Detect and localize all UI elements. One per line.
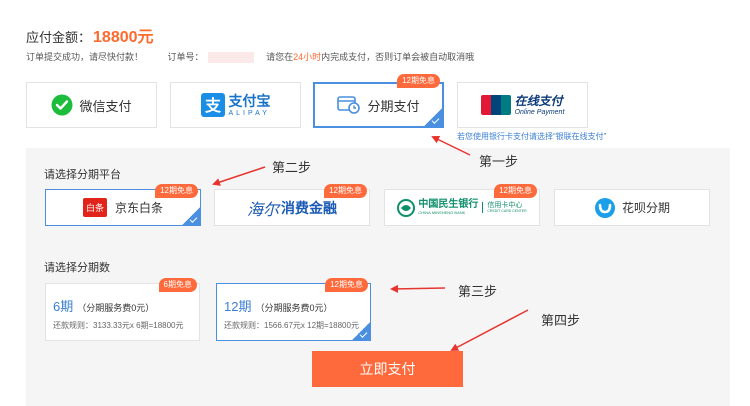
term-period: 6期 (53, 299, 74, 314)
platform-minsheng[interactable]: 12期免息 中国民生银行 CHINA MINSHENG BANK 信用卡中心 C… (384, 184, 540, 226)
deadline-hours: 24小时 (293, 52, 322, 62)
order-number-label: 订单号： (167, 52, 204, 62)
term-badge: 6期免息 (158, 278, 197, 292)
platform-label: 京东白条 (115, 201, 164, 215)
wechat-label: 微信支付 (79, 98, 132, 114)
platform-jd-baitiao[interactable]: 12期免息 白条 京东白条 (45, 184, 201, 226)
term-option-6[interactable]: 6期免息 6期（分期服务费0元） 还款规则：3133.33元x 6期=18800… (45, 278, 200, 341)
installment-label: 分期支付 (367, 98, 420, 114)
selected-check-icon (182, 207, 200, 225)
pay-option-wechat[interactable]: 微信支付 (26, 82, 157, 128)
platform-huabei[interactable]: 花呗分期 (554, 189, 710, 226)
huabei-logo-icon (594, 197, 615, 218)
pay-option-installment[interactable]: 12期免息 分期支付 (313, 74, 444, 128)
deadline-suffix: 内完成支付，否则订单会被自动取消哦 (321, 52, 475, 62)
step-2-label: 第二步 (272, 160, 312, 175)
haier-logo-text: 消费金融 (281, 199, 337, 216)
installment-icon (337, 96, 361, 114)
amount-label: 应付金额： (26, 30, 92, 45)
minsheng-sub: CHINA MINSHENG BANK (418, 210, 466, 215)
platform-badge: 12期免息 (155, 184, 198, 198)
haier-logo-icon: 海尔 (246, 199, 279, 219)
term-fee: （分期服务费0元） (255, 303, 333, 313)
order-notice: 订单提交成功，请尽快付款！ 订单号： 请您在24小时内完成支付，否则订单会被自动… (26, 50, 475, 64)
pay-option-alipay[interactable]: 支 支付宝 ALIPAY (170, 82, 301, 128)
pay-now-button[interactable]: 立即支付 (312, 351, 463, 387)
alipay-icon: 支 (200, 93, 225, 117)
minsheng-name: 中国民生银行 (418, 199, 479, 210)
unionpay-hint: 若您使用银行卡支付请选择“银联在线支付” (457, 132, 607, 141)
term-fee: （分期服务费0元） (77, 303, 155, 313)
platform-label: 花呗分期 (621, 201, 670, 215)
minsheng-logo-icon (397, 198, 416, 217)
selected-check-icon (352, 322, 370, 340)
pay-option-unionpay[interactable]: 在线支付 Online Payment (457, 82, 588, 128)
unionpay-label: 在线支付 (514, 93, 563, 108)
step-1-label: 第一步 (479, 154, 519, 169)
minsheng-side: 信用卡中心 (487, 201, 523, 209)
jd-logo-icon: 白条 (82, 198, 107, 217)
term-option-12[interactable]: 12期免息 12期（分期服务费0元） 还款规则：1566.67元x 12期=18… (216, 278, 371, 341)
alipay-sub: ALIPAY (228, 109, 270, 117)
term-section-title: 请选择分期数 (44, 262, 110, 274)
platform-badge: 12期免息 (324, 184, 367, 198)
submit-notice: 订单提交成功，请尽快付款！ (26, 52, 144, 62)
unionpay-sub: Online Payment (514, 108, 565, 116)
svg-text:支: 支 (203, 96, 221, 115)
interest-free-badge: 12期免息 (397, 74, 440, 88)
step-4-label: 第四步 (541, 313, 581, 328)
deadline-prefix: 请您在 (266, 52, 294, 62)
order-number-redacted (207, 52, 254, 64)
term-period: 12期 (224, 299, 252, 314)
term-badge: 12期免息 (325, 278, 368, 292)
term-rule: 还款规则：3133.33元x 6期=18800元 (53, 321, 184, 330)
platform-badge: 12期免息 (494, 184, 537, 198)
term-rule: 还款规则：1566.67元x 12期=18800元 (224, 321, 359, 330)
amount-value: 18800元 (93, 29, 154, 46)
unionpay-icon (480, 95, 511, 115)
platform-haier[interactable]: 12期免息 海尔 消费金融 (214, 184, 370, 226)
wechat-icon (51, 94, 73, 116)
step-3-label: 第三步 (458, 284, 498, 299)
selected-check-icon (424, 108, 442, 126)
platform-section-title: 请选择分期平台 (44, 169, 121, 181)
amount-due: 应付金额：18800元 (26, 23, 154, 47)
alipay-label: 支付宝 (228, 92, 271, 109)
minsheng-side-sub: CREDIT CARD CENTER (487, 208, 527, 213)
